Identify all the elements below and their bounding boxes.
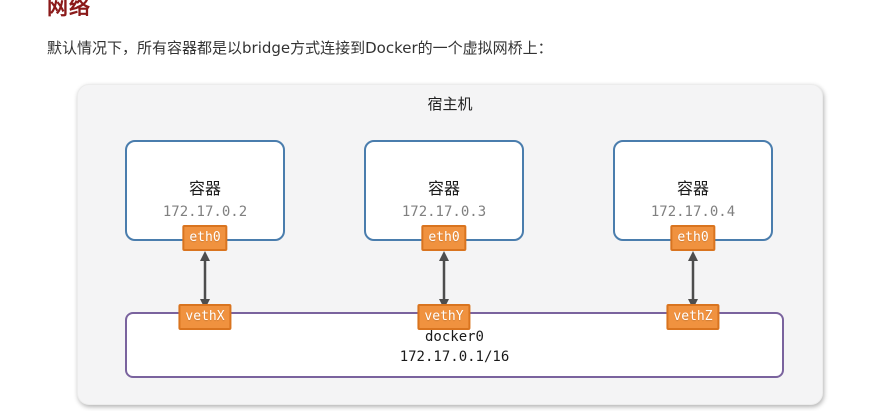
intro-text: 默认情况下，所有容器都是以bridge方式连接到Docker的一个虚拟网桥上：	[47, 39, 553, 57]
eth0-badge-1: eth0	[182, 225, 228, 251]
container-node-2: 容器 172.17.0.3 eth0 vethY	[364, 85, 524, 330]
bidirectional-arrow-icon	[439, 251, 449, 309]
eth0-badge-3: eth0	[670, 225, 716, 251]
host-machine-box: 宿主机 容器 172.17.0.2 eth0 vethX 容器 172.17.0…	[77, 84, 823, 405]
host-label: 宿主机	[427, 95, 473, 113]
veth-badge-3: vethZ	[666, 304, 720, 330]
container-ip: 172.17.0.4	[650, 204, 736, 220]
container-node-3: 容器 172.17.0.4 eth0 vethZ	[613, 85, 773, 330]
veth-badge-1: vethX	[178, 304, 232, 330]
container-node-1: 容器 172.17.0.2 eth0 vethX	[125, 85, 285, 330]
container-box-2: 容器 172.17.0.3	[364, 140, 524, 241]
container-label: 容器	[188, 179, 221, 198]
container-box-3: 容器 172.17.0.4	[613, 140, 773, 241]
bidirectional-arrow-icon	[688, 251, 698, 309]
container-label: 容器	[427, 179, 460, 198]
bidirectional-arrow-icon	[200, 251, 210, 309]
page-heading: 网络	[47, 0, 91, 19]
container-ip: 172.17.0.2	[162, 204, 248, 220]
container-label: 容器	[676, 179, 709, 198]
veth-badge-2: vethY	[417, 304, 471, 330]
container-ip: 172.17.0.3	[401, 204, 487, 220]
bridge-cidr: 172.17.0.1/16	[399, 349, 510, 365]
eth0-badge-2: eth0	[421, 225, 467, 251]
bridge-name: docker0	[424, 329, 484, 345]
